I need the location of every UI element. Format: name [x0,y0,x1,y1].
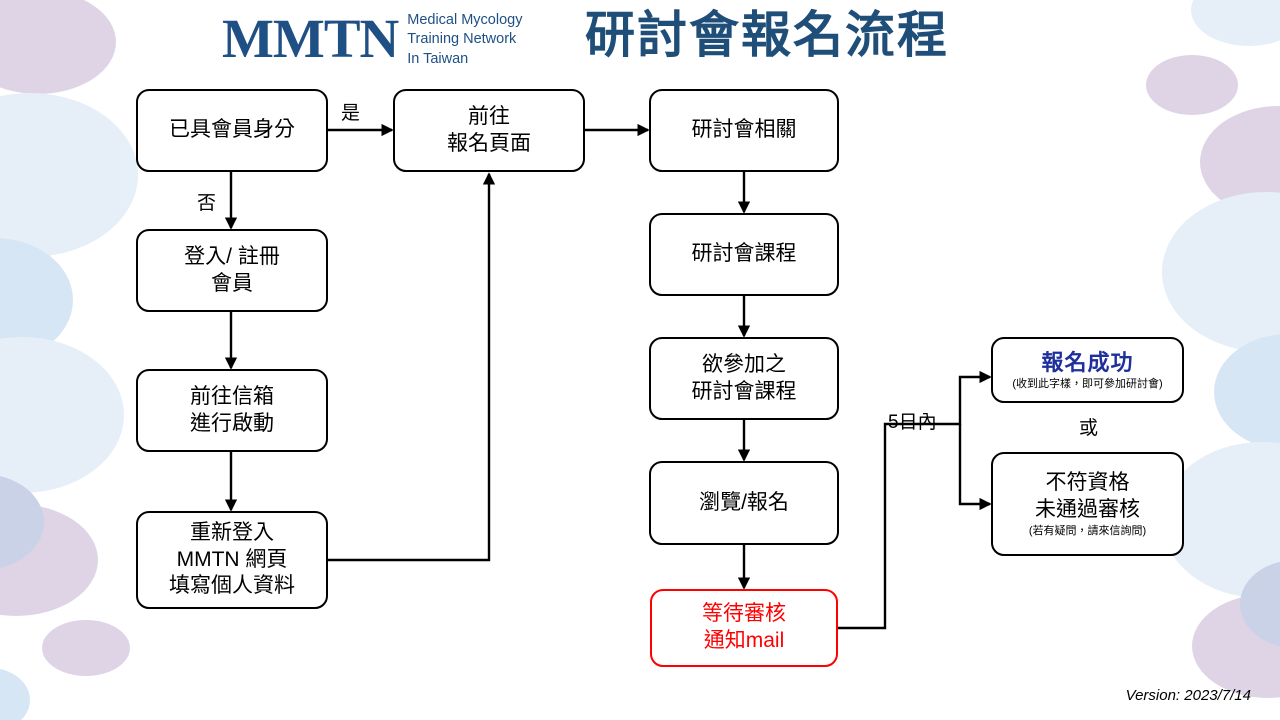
node-line: MMTN 網頁 [176,547,288,571]
node-line: 欲參加之 [702,352,786,376]
node-line: 研討會相關 [691,118,797,142]
node-line: 研討會課程 [691,242,797,266]
node-line: 通知mail [703,629,785,652]
deco-circle [42,620,130,676]
success-heading: 報名成功 [1041,349,1134,375]
deco-circle [0,504,98,616]
node-seminar-related[interactable]: 研討會相關 [649,89,839,172]
deco-circle [0,238,73,362]
deco-circle [0,476,44,568]
node-browse-register[interactable]: 瀏覽/報名 [649,461,839,545]
deco-circle [0,0,116,94]
edge-label-or: 或 [1079,418,1099,439]
node-member-status[interactable]: 已具會員身分 [136,89,328,172]
node-line: 進行啟動 [190,411,274,435]
deco-circle [1162,192,1280,352]
deco-circle [1214,334,1280,450]
mmtn-tagline: Medical Mycology Training Network In Tai… [407,11,522,69]
deco-circle [0,93,138,257]
success-note: (收到此字樣，即可參加研討會) [1012,377,1163,390]
node-line: 登入/ 註冊 [184,244,280,268]
node-line: 前往 [468,104,510,128]
node-line: 填寫個人資料 [169,574,295,598]
deco-circle [0,337,124,493]
mmtn-tagline-line2: Training Network [407,31,517,48]
edge-label-yes: 是 [341,103,361,124]
node-relogin-profile[interactable]: 重新登入 MMTN 網頁 填寫個人資料 [136,511,328,609]
node-not-qualified[interactable]: 不符資格 未通過審核 (若有疑問，請來信詢問) [991,452,1184,556]
mmtn-tagline-line3: In Taiwan [407,50,469,67]
version-label: Version: 2023/7/14 [1125,687,1251,704]
node-line: 瀏覽/報名 [699,490,789,514]
deco-circle [1192,594,1280,698]
edge-label-within-5-days: 5日內 [888,412,937,433]
mmtn-logo: MMTN Medical Mycology Training Network I… [222,8,522,69]
node-line: 不符資格 [1045,471,1130,495]
mmtn-tagline-line1: Medical Mycology [407,12,523,28]
rejected-note: (若有疑問，請來信詢問) [1028,524,1147,537]
node-registration-success[interactable]: 報名成功 (收到此字樣，即可參加研討會) [991,337,1184,403]
node-await-review[interactable]: 等待審核 通知mail [650,589,838,667]
node-desired-courses[interactable]: 欲參加之 研討會課程 [649,337,839,420]
node-line: 重新登入 [190,520,274,544]
mmtn-wordmark: MMTN [222,7,399,69]
edge-await-to-rejected [958,424,992,511]
deco-circle [1146,55,1238,115]
node-line: 未通過審核 [1035,497,1140,521]
deco-circle [1240,561,1280,647]
node-seminar-courses[interactable]: 研討會課程 [649,213,839,296]
page-title: 研討會報名流程 [585,7,949,63]
node-mailbox-activate[interactable]: 前往信箱 進行啟動 [136,369,328,452]
node-line: 報名頁面 [447,131,531,155]
node-line: 已具會員身分 [169,118,295,142]
deco-circle [1191,0,1280,46]
deco-circle [1200,106,1280,218]
node-line: 會員 [211,271,253,295]
node-line: 等待審核 [702,602,786,626]
edge-label-no: 否 [197,193,217,214]
node-login-register[interactable]: 登入/ 註冊 會員 [136,229,328,312]
edge-relogin-to-regpage [328,172,496,562]
node-line: 研討會課程 [691,379,797,403]
deco-circle [0,669,30,720]
node-line: 前往信箱 [190,384,274,408]
node-goto-registration-page[interactable]: 前往 報名頁面 [393,89,585,172]
